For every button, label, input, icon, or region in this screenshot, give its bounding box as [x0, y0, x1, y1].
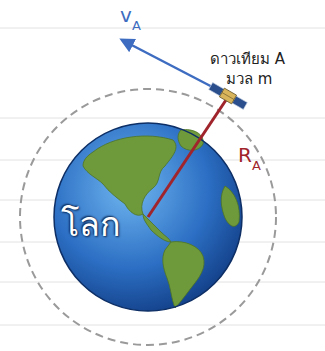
velocity-symbol: v: [120, 4, 132, 26]
radius-subscript: A: [252, 158, 261, 173]
radius-line: [148, 100, 226, 217]
velocity-arrow: [122, 40, 222, 92]
radius-subscript: A: [252, 156, 261, 174]
radius-symbol: R: [238, 143, 252, 167]
satellite-mass: มวล m: [226, 70, 272, 88]
velocity-symbol: v: [120, 3, 132, 27]
velocity-subscript: A: [132, 16, 141, 34]
orbit-path: [20, 89, 276, 345]
earth-label: โลก: [61, 206, 121, 243]
satellite-name: ดาวเทียม A: [210, 50, 285, 68]
satellite-name: ดาวเทียม A: [210, 50, 285, 68]
satellite-mass: มวล m: [226, 70, 272, 88]
velocity-subscript: A: [132, 18, 141, 33]
radius-symbol: R: [238, 144, 252, 166]
